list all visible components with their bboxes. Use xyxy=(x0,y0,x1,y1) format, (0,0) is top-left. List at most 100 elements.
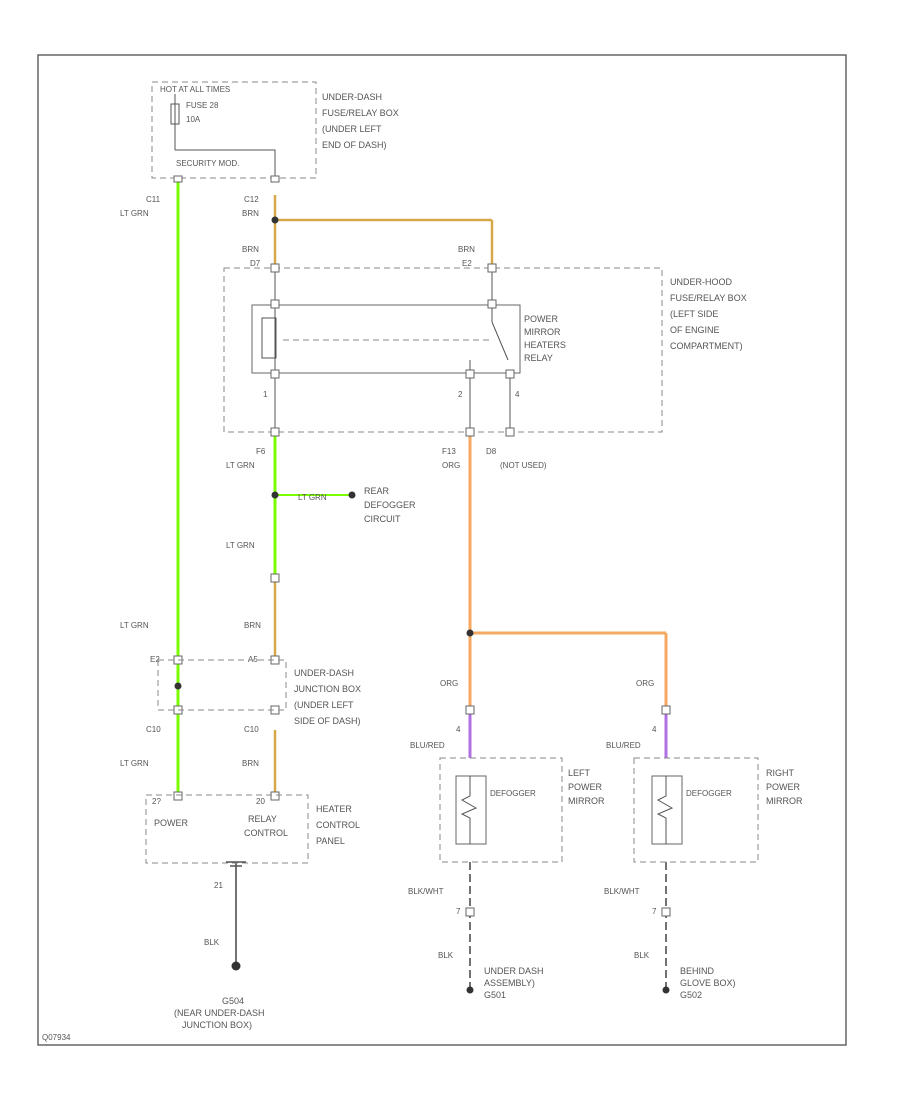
relay-out-left-label: LT GRN xyxy=(226,461,255,470)
relay-out-right-pin: D8 xyxy=(486,447,497,456)
relay-out-left-pin: F6 xyxy=(256,447,266,456)
right-defogger-label: DEFOGGER xyxy=(686,789,732,798)
fuse-28-label: FUSE 28 xyxy=(186,101,219,110)
pin-right-mirror-out: 7 xyxy=(652,907,657,916)
security-module-label: SECURITY MOD. xyxy=(176,159,239,168)
relay-name-3: HEATERS xyxy=(524,340,566,350)
brn-left-relay-label: BRN xyxy=(242,245,259,254)
blk-wht-right-label: BLK/WHT xyxy=(604,887,640,896)
security-module-line xyxy=(175,149,276,178)
fuse-box-desc-2: FUSE/RELAY BOX xyxy=(322,108,399,118)
fuse-box-desc-1: UNDER-DASH xyxy=(322,92,382,102)
underdash-junction-box xyxy=(157,659,287,711)
left-ground-desc-3: G501 xyxy=(484,990,506,1000)
relay-switch-arm xyxy=(491,321,509,361)
blu-red-right-label: BLU/RED xyxy=(606,741,641,750)
pin-left-mirror-out: 7 xyxy=(456,907,461,916)
right-ground-desc-3: G502 xyxy=(680,990,702,1000)
right-ground-desc-2: GLOVE BOX) xyxy=(680,978,736,988)
relay-name-4: RELAY xyxy=(524,353,553,363)
lt-grn-left-top-pin: C11 xyxy=(146,195,161,204)
brn-right-relay-label: BRN xyxy=(458,245,475,254)
underhood-desc-5: COMPARTMENT) xyxy=(670,341,743,351)
diagram-id: Q07934 xyxy=(42,1033,71,1042)
right-mirror-desc-3: MIRROR xyxy=(766,796,803,806)
right-ground-desc-1: BEHIND xyxy=(680,966,715,976)
lt-grn-left-bottom-label: LT GRN xyxy=(120,759,149,768)
power-mirror-heaters-relay xyxy=(251,304,521,374)
c10-right-label: C10 xyxy=(244,725,259,734)
diagram-frame xyxy=(37,54,847,1046)
brn-mid-label: BRN xyxy=(244,621,261,630)
jb-left-pin: E2 xyxy=(150,655,160,664)
underhood-fuse-box xyxy=(223,267,663,433)
lt-grn-left-top-label: LT GRN xyxy=(120,209,149,218)
heater-panel-ground-symbol xyxy=(226,861,246,867)
relay-out-mid-label: ORG xyxy=(442,461,460,470)
relay-name-1: POWER xyxy=(524,314,559,324)
rear-defogger-1: REAR xyxy=(364,486,390,496)
underhood-desc-1: UNDER-HOOD xyxy=(670,277,732,287)
ground-id: G504 xyxy=(222,996,244,1006)
fuse-box-desc-4: END OF DASH) xyxy=(322,140,387,150)
fuse-box-desc-3: (UNDER LEFT xyxy=(322,124,382,134)
junction-box-desc-3: (UNDER LEFT xyxy=(294,700,354,710)
underdash-fuse-box xyxy=(151,81,317,179)
right-defogger-box xyxy=(651,775,683,845)
heater-panel-desc-2: CONTROL xyxy=(316,820,360,830)
left-defogger-element xyxy=(460,776,478,844)
brn-bottom-label: BRN xyxy=(242,759,259,768)
left-mirror-desc-3: MIRROR xyxy=(568,796,605,806)
heater-panel-pin-right: 20 xyxy=(256,797,265,806)
underhood-desc-2: FUSE/RELAY BOX xyxy=(670,293,747,303)
brn-top-label: BRN xyxy=(242,209,259,218)
c10-left-label: C10 xyxy=(146,725,161,734)
heater-control-panel xyxy=(145,794,309,864)
left-ground-desc-1: UNDER DASH xyxy=(484,966,544,976)
junction-box-desc-1: UNDER-DASH xyxy=(294,668,354,678)
ground-pin-label: 21 xyxy=(214,881,223,890)
right-mirror-desc-1: RIGHT xyxy=(766,768,795,778)
right-mirror-desc-2: POWER xyxy=(766,782,801,792)
branch-lt-grn-label: LT GRN xyxy=(298,493,327,502)
relay-pin4-label: 4 xyxy=(515,390,520,399)
left-defogger-label: DEFOGGER xyxy=(490,789,536,798)
relay-out-right-label: (NOT USED) xyxy=(500,461,547,470)
heater-panel-desc-1: HEATER xyxy=(316,804,352,814)
mid-lt-grn-label: LT GRN xyxy=(226,541,255,550)
ground-desc-1: (NEAR UNDER-DASH xyxy=(174,1008,265,1018)
left-ground-desc-2: ASSEMBLY) xyxy=(484,978,535,988)
heater-panel-relay-control-1: RELAY xyxy=(248,814,277,824)
underhood-desc-4: OF ENGINE xyxy=(670,325,720,335)
ground-desc-2: JUNCTION BOX) xyxy=(182,1020,252,1030)
right-power-mirror xyxy=(633,757,759,863)
relay-pin1-label: 1 xyxy=(263,390,268,399)
relay-name-2: MIRROR xyxy=(524,327,561,337)
rear-defogger-3: CIRCUIT xyxy=(364,514,401,524)
brn-top-pin: C12 xyxy=(244,195,259,204)
org-right-label: ORG xyxy=(636,679,654,688)
pin-right-mirror-in: 4 xyxy=(652,725,657,734)
org-left-label: ORG xyxy=(440,679,458,688)
brn-left-relay-pin: D7 xyxy=(250,259,261,268)
fuse-rating-label: 10A xyxy=(186,115,201,124)
right-defogger-element xyxy=(656,776,674,844)
rear-defogger-2: DEFOGGER xyxy=(364,500,416,510)
splice-dots xyxy=(174,216,670,994)
brn-right-relay-pin: E2 xyxy=(462,259,472,268)
left-power-mirror xyxy=(439,757,563,863)
heater-panel-desc-3: PANEL xyxy=(316,836,345,846)
relay-pin2-label: 2 xyxy=(458,390,463,399)
heater-panel-power: POWER xyxy=(154,818,189,828)
junction-box-desc-2: JUNCTION BOX xyxy=(294,684,361,694)
left-defogger-box xyxy=(455,775,487,845)
blu-red-left-label: BLU/RED xyxy=(410,741,445,750)
left-mirror-desc-1: LEFT xyxy=(568,768,591,778)
underhood-desc-3: (LEFT SIDE xyxy=(670,309,718,319)
fuse-symbol xyxy=(170,103,180,125)
junction-box-desc-4: SIDE OF DASH) xyxy=(294,716,361,726)
blk-wht-left-label: BLK/WHT xyxy=(408,887,444,896)
pin-left-mirror-in: 4 xyxy=(456,725,461,734)
heater-panel-pin-left: 2? xyxy=(152,797,161,806)
